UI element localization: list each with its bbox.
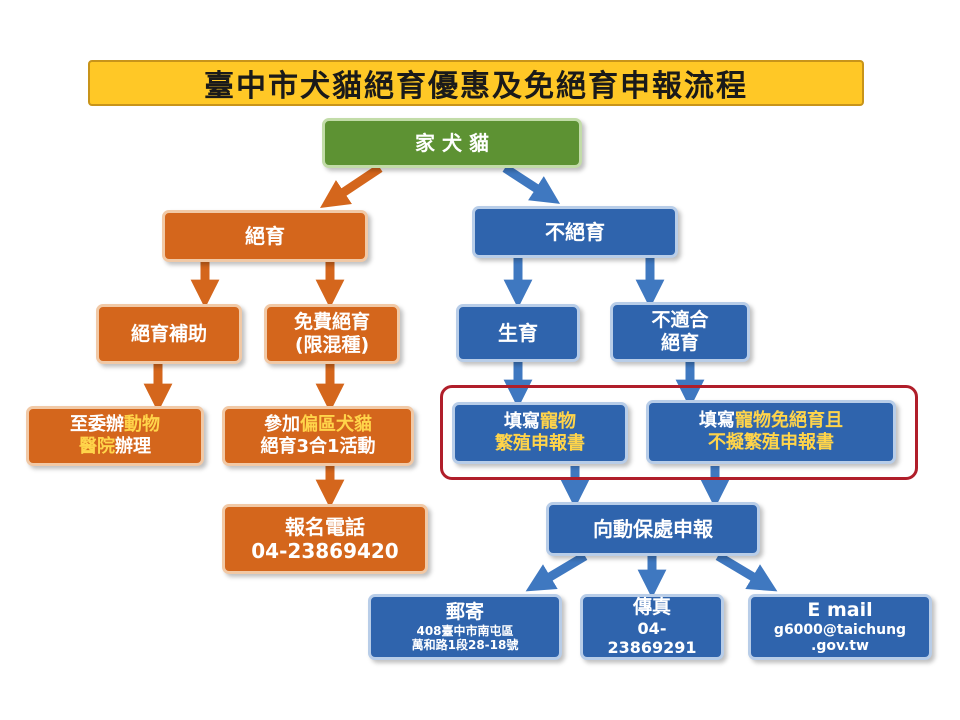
highlight-frame [440,385,918,480]
mail-title: 郵寄 [445,601,484,624]
arrow-report-to-mail [525,552,588,592]
node-unsuitable-line2: 絕育 [660,332,699,354]
node-event-line1: 參加偏區犬貓 [264,414,372,436]
email-line1: g6000@taichung [773,621,907,638]
mail-address-line2: 萬和路1段28-18號 [411,638,519,653]
arrow-pets-to-no-neuter [502,164,561,204]
node-email: E mail g6000@taichung .gov.tw [748,594,932,660]
node-register: 報名電話 04-23869420 [222,504,428,574]
arrow-report-to-email [715,552,778,592]
email-line2: .gov.tw [811,638,869,655]
fax-number-line2: 23869291 [607,638,697,658]
node-clinic-line1: 至委辦動物 [70,414,160,436]
node-breeding-line2: 繁殖申報書 [495,433,585,454]
diagram-title: 臺中市犬貓絕育優惠及免絕育申報流程 [88,60,864,106]
node-breeding-form: 填寫寵物 繁殖申報書 [452,402,628,464]
node-free-neuter: 免費絕育 (限混種) [264,304,400,364]
register-phone: 04-23869420 [251,539,399,563]
node-neuter: 絕育 [162,210,368,262]
node-breed: 生育 [456,304,580,362]
node-exempt-line1: 填寫寵物免絕育且 [699,410,843,432]
fax-number-line1: 04- [637,619,667,639]
node-event: 參加偏區犬貓 絕育3合1活動 [222,406,414,466]
node-mail: 郵寄 408臺中市南屯區 萬和路1段28-18號 [368,594,562,660]
email-title: E mail [807,598,873,621]
node-free-line1: 免費絕育 [293,311,370,334]
register-label: 報名電話 [285,515,365,539]
node-event-line2: 絕育3合1活動 [260,436,376,457]
node-free-line2: (限混種) [294,334,370,356]
node-clinic: 至委辦動物 醫院辦理 [26,406,204,466]
node-fax: 傳真 04- 23869291 [580,594,724,660]
fax-title: 傳真 [632,596,671,619]
node-subsidy: 絕育補助 [96,304,242,364]
node-no-neuter: 不絕育 [472,206,678,258]
mail-address-line1: 408臺中市南屯區 [416,624,514,638]
arrow-pets-to-neuter [320,164,383,208]
node-exempt-form: 填寫寵物免絕育且 不擬繁殖申報書 [646,400,896,464]
node-pets: 家 犬 貓 [322,118,582,168]
node-breeding-line1: 填寫寵物 [504,411,576,433]
node-exempt-line2: 不擬繁殖申報書 [708,432,834,453]
node-report: 向動保處申報 [546,502,760,556]
node-clinic-line2: 醫院辦理 [79,436,151,457]
node-unsuitable: 不適合 絕育 [610,302,750,362]
node-unsuitable-line1: 不適合 [651,309,709,332]
